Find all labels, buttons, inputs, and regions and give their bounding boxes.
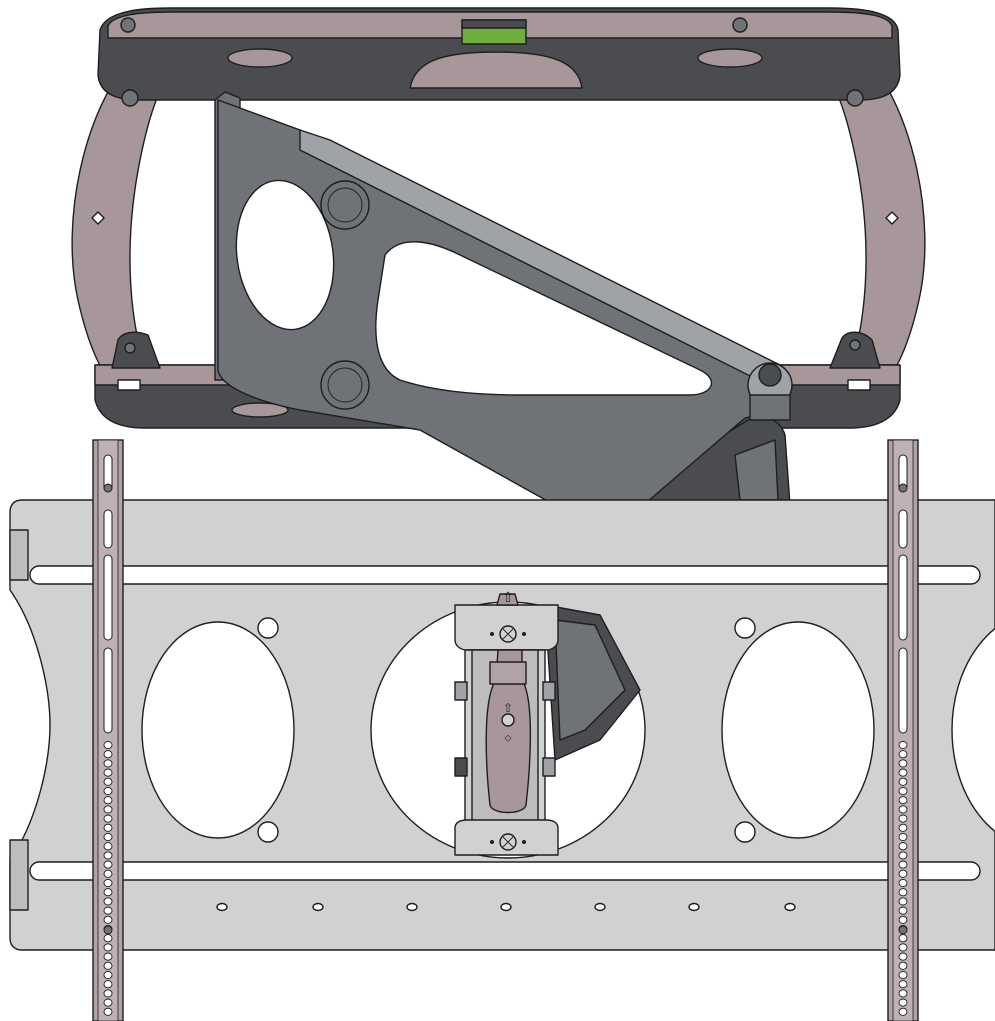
rail-hole: [898, 943, 908, 952]
rail-hole: [103, 842, 113, 851]
rail-hole: [103, 897, 113, 906]
rail-hole: [898, 814, 908, 823]
rail-hole: [898, 750, 908, 759]
rail-hole: [103, 786, 113, 796]
rail-hole: [103, 934, 113, 943]
rail-slot: [103, 647, 113, 734]
rail-hole: [898, 851, 908, 860]
center-latch-assembly: ⇧ ⇧ ⬦: [454, 590, 641, 856]
rail-screw: [103, 483, 113, 493]
rail-slot: [898, 509, 908, 549]
rail-hole: [103, 980, 113, 989]
tv-bracket-rail-right: [887, 439, 919, 1021]
rail-hole: [898, 961, 908, 970]
rail-slot: [103, 509, 113, 549]
top-rail-center-hump: [409, 51, 583, 89]
rail-screw: [103, 925, 113, 935]
frame-corner-bl: [111, 331, 161, 369]
arm-triangle-cutout: [375, 241, 713, 396]
rail-hole: [898, 906, 908, 915]
rail-hole: [103, 970, 113, 980]
rail-hole: [103, 768, 113, 777]
rail-hole: [103, 860, 113, 869]
right-panel-diamond: [885, 211, 899, 225]
rail-hole: [898, 832, 908, 842]
rail-hole: [898, 878, 908, 888]
rail-hole: [898, 869, 908, 878]
rail-hole: [898, 777, 908, 786]
arm-hole-large: [235, 179, 335, 331]
wall-plate-slot-bottom: [29, 861, 981, 881]
rail-hole: [898, 915, 908, 924]
latch-knob-right-top: [542, 681, 556, 701]
frame-bolt-tl: [121, 89, 139, 107]
rail-hole: [103, 823, 113, 832]
rail-hole: [103, 777, 113, 786]
rail-hole: [898, 952, 908, 961]
rail-hole: [898, 786, 908, 796]
rail-hole: [898, 796, 908, 805]
latch-knob-left-bottom: [454, 757, 468, 777]
rail-hole: [103, 952, 113, 961]
rail-hole: [103, 750, 113, 759]
frame-bolt-tr: [846, 89, 864, 107]
rail-hole: [103, 805, 113, 814]
rail-hole: [103, 796, 113, 805]
rail-screw: [898, 483, 908, 493]
rail-hole: [898, 897, 908, 906]
rail-hole: [103, 998, 113, 1007]
rail-hole: [898, 970, 908, 980]
wall-plate-oval-edge: [951, 627, 995, 833]
rail-hole: [898, 823, 908, 832]
latch-knob-right-bottom: [542, 757, 556, 777]
rail-hole: [103, 869, 113, 878]
rail-slot: [898, 554, 908, 641]
wall-plate-oval-left: [141, 621, 295, 839]
rail-hole: [898, 888, 908, 897]
rail-hole: [898, 740, 908, 750]
rail-hole: [103, 814, 113, 823]
rail-hole: [103, 878, 113, 888]
wall-plate-slot-top: [29, 565, 981, 585]
latch-lever: [485, 649, 532, 814]
left-panel-diamond: [91, 211, 105, 225]
rail-hole: [898, 980, 908, 989]
articulating-arm: [214, 91, 793, 509]
rail-hole: [103, 915, 113, 924]
rail-hole: [898, 1007, 908, 1016]
rail-screw: [898, 925, 908, 935]
tv-bracket-rail-left: [92, 439, 124, 1021]
latch-arrow-down-mid: ⬦: [505, 733, 512, 744]
latch-lever-screw: [501, 713, 515, 727]
rail-hole: [103, 961, 113, 970]
rail-hole: [103, 1007, 113, 1016]
rail-hole: [103, 888, 113, 897]
rail-hole: [898, 998, 908, 1007]
rail-hole: [898, 842, 908, 851]
rail-hole: [103, 832, 113, 842]
rail-hole: [103, 851, 113, 860]
latch-arrow-up-mid: ⇧: [503, 701, 513, 715]
rail-hole: [103, 759, 113, 768]
latch-knob-left-top: [454, 681, 468, 701]
rail-hole: [898, 860, 908, 869]
top-rail-hole-right: [697, 48, 763, 68]
rail-hole: [898, 934, 908, 943]
rail-slot: [898, 647, 908, 734]
rail-hole: [103, 740, 113, 750]
rail-hole: [103, 989, 113, 998]
rail-hole: [898, 759, 908, 768]
rail-hole: [103, 943, 113, 952]
rail-hole: [898, 989, 908, 998]
top-rail-hole-left: [227, 48, 293, 68]
rail-slot: [103, 554, 113, 641]
wall-plate-screw-holes: [216, 902, 796, 912]
rail-hole: [898, 805, 908, 814]
rail-hole: [898, 768, 908, 777]
wall-plate-oval-right: [721, 621, 875, 839]
latch-arrow-up-top: ⇧: [502, 590, 514, 606]
rail-hole: [103, 906, 113, 915]
